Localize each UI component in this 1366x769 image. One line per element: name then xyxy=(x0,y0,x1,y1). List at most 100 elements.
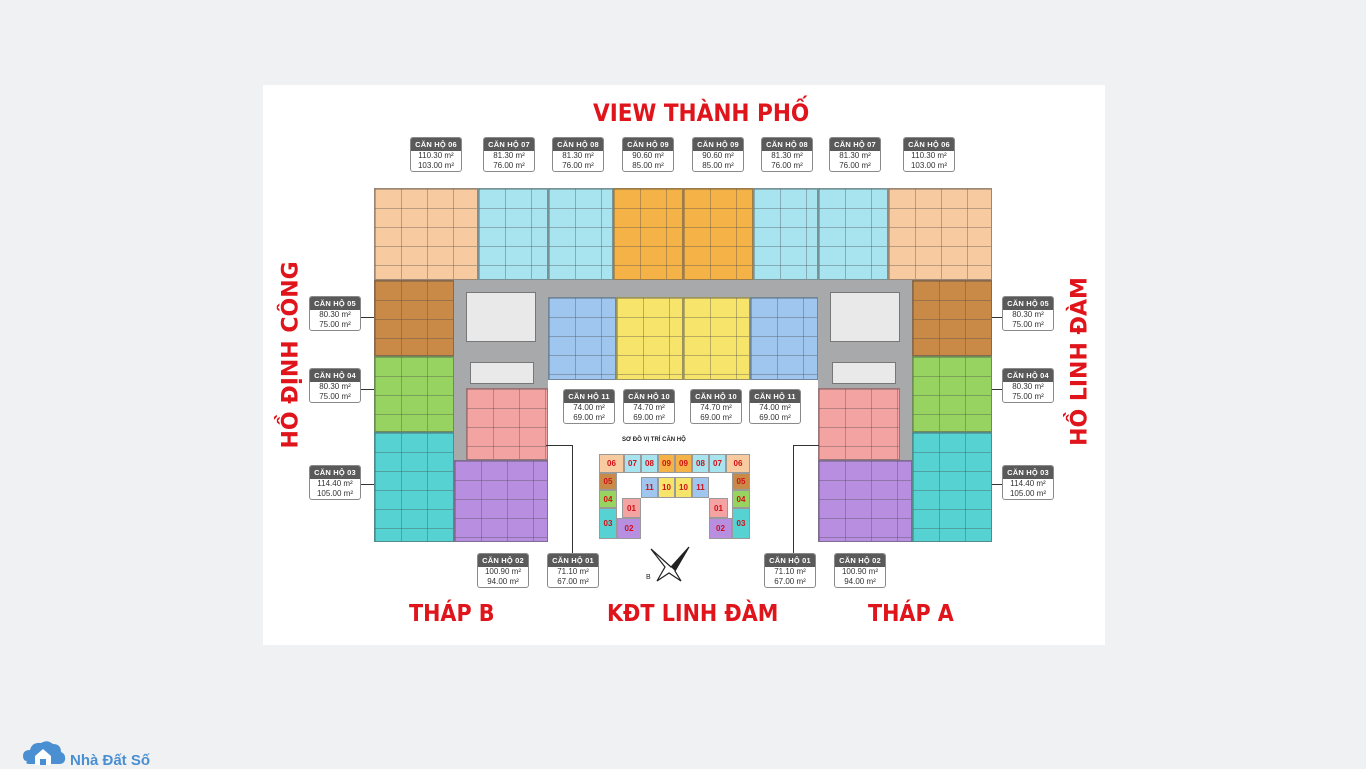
unit-name: CĂN HỘ 08 xyxy=(762,138,812,151)
apartment-a-05 xyxy=(912,280,992,356)
unit-area-1: 80.30 m² xyxy=(319,382,351,391)
unit-area-2: 105.00 m² xyxy=(316,489,354,498)
mini-cell-b-10: 10 xyxy=(658,477,675,498)
core-tower-b-lower xyxy=(454,388,466,460)
unit-area-2: 67.00 m² xyxy=(774,577,806,586)
unit-name: CĂN HỘ 06 xyxy=(411,138,461,151)
unit-area-2: 76.00 m² xyxy=(493,161,525,170)
unit-area-2: 76.00 m² xyxy=(839,161,871,170)
unit-area-1: 100.90 m² xyxy=(484,567,522,576)
unit-area-1: 90.60 m² xyxy=(632,151,664,160)
unit-name: CĂN HỘ 03 xyxy=(310,466,360,479)
unit-name: CĂN HỘ 05 xyxy=(310,297,360,310)
unit-name: CĂN HỘ 05 xyxy=(1003,297,1053,310)
apartment-b-01 xyxy=(466,388,548,460)
mini-cell-a-02: 02 xyxy=(709,518,732,539)
leader-line xyxy=(992,389,1002,390)
unit-area-1: 100.90 m² xyxy=(841,567,879,576)
mini-cell-a-10: 10 xyxy=(675,477,692,498)
unit-name: CĂN HỘ 03 xyxy=(1003,466,1053,479)
leader-line xyxy=(356,484,374,485)
stair-a xyxy=(830,292,900,342)
unit-area-2: 69.00 m² xyxy=(573,413,605,422)
unit-area-1: 74.70 m² xyxy=(633,403,665,412)
unit-name: CĂN HỘ 09 xyxy=(693,138,743,151)
mini-cell-b-11: 11 xyxy=(641,477,658,498)
title-thap-a: THÁP A xyxy=(868,601,954,627)
corridor-top xyxy=(548,280,818,297)
apartment-a-06 xyxy=(888,188,992,280)
mini-cell-b-04: 04 xyxy=(599,490,617,508)
unit-area-2: 94.00 m² xyxy=(844,577,876,586)
mini-cell-b-05: 05 xyxy=(599,473,617,490)
mini-cell-a-06: 06 xyxy=(726,454,750,473)
unit-area-1: 114.40 m² xyxy=(1010,479,1046,488)
lift-a xyxy=(832,362,896,384)
unit-name: CĂN HỘ 10 xyxy=(624,390,674,403)
unit-name: CĂN HỘ 10 xyxy=(691,390,741,403)
unit-area-1: 74.70 m² xyxy=(700,403,732,412)
unit-area-2: 85.00 m² xyxy=(632,161,664,170)
mini-cell-b-01: 01 xyxy=(622,498,641,518)
unit-name: CĂN HỘ 04 xyxy=(1003,369,1053,382)
mini-cell-a-08: 08 xyxy=(692,454,709,473)
unit-name: CĂN HỘ 06 xyxy=(904,138,954,151)
apartment-a-03 xyxy=(912,432,992,542)
title-thap-b: THÁP B xyxy=(409,601,495,627)
title-kdt-linh-dam: KĐT LINH ĐÀM xyxy=(607,601,779,627)
mini-cell-a-04: 04 xyxy=(732,490,750,508)
unit-area-1: 114.40 m² xyxy=(317,479,353,488)
mini-cell-b-07: 07 xyxy=(624,454,641,473)
unit-name: CĂN HỘ 11 xyxy=(564,390,614,403)
lift-b xyxy=(470,362,534,384)
unit-area-1: 90.60 m² xyxy=(702,151,734,160)
unit-name: CĂN HỘ 07 xyxy=(484,138,534,151)
leader-line xyxy=(546,445,572,446)
apartment-a-01 xyxy=(818,388,900,460)
stair-b xyxy=(466,292,536,342)
apartment-b-10 xyxy=(616,297,683,380)
unit-area-2: 103.00 m² xyxy=(910,161,948,170)
house-cloud-icon xyxy=(23,741,66,765)
unit-area-2: 75.00 m² xyxy=(1012,392,1044,401)
unit-area-2: 105.00 m² xyxy=(1009,489,1047,498)
unit-area-2: 76.00 m² xyxy=(771,161,803,170)
mini-cell-a-09: 09 xyxy=(675,454,692,473)
leader-line xyxy=(793,445,794,553)
mini-cell-b-03: 03 xyxy=(599,508,617,539)
apartment-a-08 xyxy=(753,188,818,280)
unit-name: CĂN HỘ 02 xyxy=(478,554,528,567)
leader-line xyxy=(992,317,1002,318)
unit-area-1: 81.30 m² xyxy=(839,151,871,160)
apartment-b-04 xyxy=(374,356,454,432)
apartment-b-02 xyxy=(454,460,548,542)
unit-area-1: 80.30 m² xyxy=(1012,382,1044,391)
apartment-a-02 xyxy=(818,460,912,542)
unit-area-2: 75.00 m² xyxy=(1012,320,1044,329)
apartment-b-05 xyxy=(374,280,454,356)
unit-area-2: 67.00 m² xyxy=(557,577,589,586)
mini-cell-b-06: 06 xyxy=(599,454,624,473)
unit-area-2: 75.00 m² xyxy=(319,392,351,401)
mini-cell-b-02: 02 xyxy=(617,518,641,539)
mini-cell-b-09: 09 xyxy=(658,454,675,473)
title-ho-dinh-cong: HỒ ĐỊNH CÔNG xyxy=(278,261,304,449)
core-tower-a-lower xyxy=(900,388,912,460)
mini-cell-b-08: 08 xyxy=(641,454,658,473)
unit-area-1: 71.10 m² xyxy=(774,567,806,576)
unit-area-2: 75.00 m² xyxy=(319,320,351,329)
unit-area-2: 76.00 m² xyxy=(562,161,594,170)
unit-area-1: 110.30 m² xyxy=(911,151,947,160)
